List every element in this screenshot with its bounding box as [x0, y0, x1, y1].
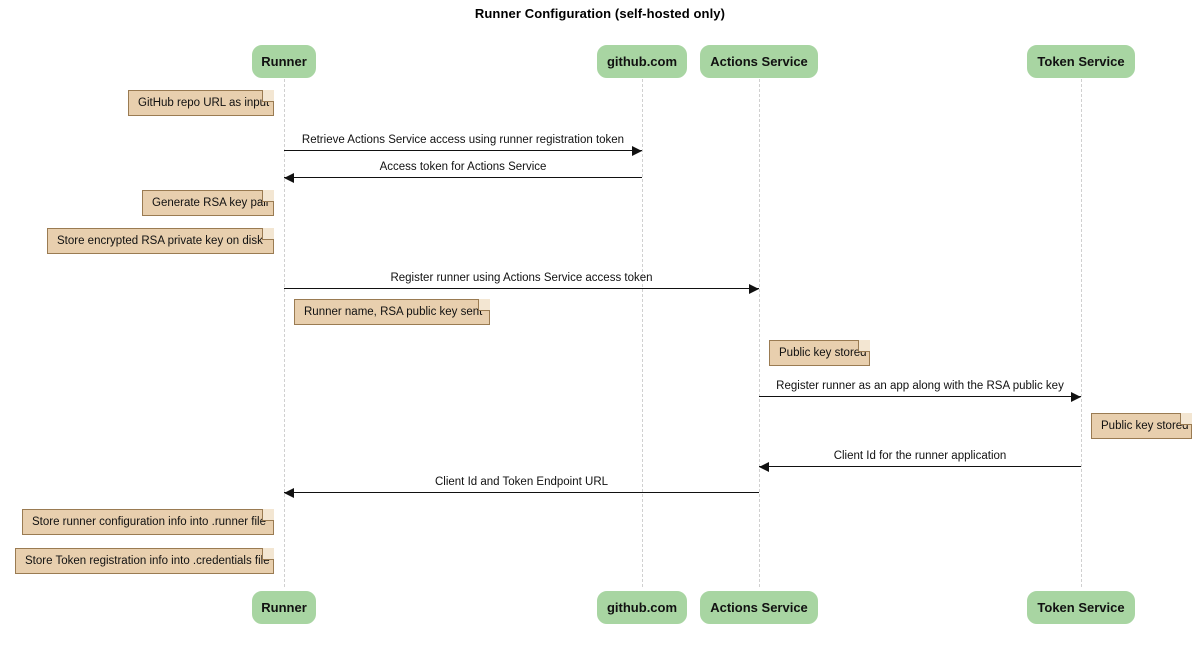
note-fold-corner-icon: [262, 190, 274, 202]
lifeline-github: [642, 79, 643, 587]
note-n3: Store encrypted RSA private key on disk: [47, 228, 274, 254]
note-text: GitHub repo URL as input: [138, 97, 270, 109]
participant-label: github.com: [606, 600, 678, 615]
note-n8: Store Token registration info into .cred…: [15, 548, 274, 574]
note-fold-corner-icon: [1180, 413, 1192, 425]
note-n7: Store runner configuration info into .ru…: [22, 509, 274, 535]
participant-actions-top[interactable]: Actions Service: [700, 45, 818, 78]
note-text: Store runner configuration info into .ru…: [32, 516, 266, 528]
note-fold-corner-icon: [262, 228, 274, 240]
note-n2: Generate RSA key pair: [142, 190, 274, 216]
lifeline-runner: [284, 79, 285, 587]
note-n5: Public key stored: [769, 340, 870, 366]
note-text: Public key stored: [1101, 420, 1189, 432]
lifeline-token: [1081, 79, 1082, 587]
note-fold-corner-icon: [262, 548, 274, 560]
arrowhead-m3: [749, 283, 759, 294]
message-line-m3: [284, 288, 759, 289]
lifeline-actions: [759, 79, 760, 587]
note-n1: GitHub repo URL as input: [128, 90, 274, 116]
diagram-title: Runner Configuration (self-hosted only): [474, 6, 726, 21]
participant-label: Actions Service: [710, 600, 808, 615]
message-line-m1: [284, 150, 642, 151]
arrowhead-m4: [1071, 391, 1081, 402]
participant-actions-bottom[interactable]: Actions Service: [700, 591, 818, 624]
participant-token-top[interactable]: Token Service: [1027, 45, 1135, 78]
note-n4: Runner name, RSA public key sent: [294, 299, 490, 325]
participant-label: Actions Service: [710, 54, 808, 69]
participant-label: Token Service: [1037, 600, 1125, 615]
arrowhead-m1: [632, 145, 642, 156]
note-fold-corner-icon: [478, 299, 490, 311]
message-label-m2: Access token for Actions Service: [379, 161, 547, 173]
message-line-m6: [284, 492, 759, 493]
participant-runner-top[interactable]: Runner: [252, 45, 316, 78]
message-line-m2: [284, 177, 642, 178]
participant-label: Token Service: [1037, 54, 1125, 69]
message-label-m3: Register runner using Actions Service ac…: [390, 272, 653, 284]
message-label-m5: Client Id for the runner application: [833, 450, 1007, 462]
note-text: Generate RSA key pair: [152, 197, 270, 209]
arrowhead-m6: [284, 487, 294, 498]
note-text: Store Token registration info into .cred…: [25, 555, 270, 567]
arrowhead-m5: [759, 461, 769, 472]
note-text: Store encrypted RSA private key on disk: [57, 235, 263, 247]
message-label-m6: Client Id and Token Endpoint URL: [434, 476, 609, 488]
message-line-m4: [759, 396, 1081, 397]
note-text: Public key stored: [779, 347, 867, 359]
participant-github-top[interactable]: github.com: [597, 45, 687, 78]
note-fold-corner-icon: [858, 340, 870, 352]
note-text: Runner name, RSA public key sent: [304, 306, 483, 318]
participant-github-bottom[interactable]: github.com: [597, 591, 687, 624]
note-fold-corner-icon: [262, 90, 274, 102]
message-label-m4: Register runner as an app along with the…: [776, 380, 1064, 392]
participant-token-bottom[interactable]: Token Service: [1027, 591, 1135, 624]
participant-label: github.com: [606, 54, 678, 69]
message-line-m5: [759, 466, 1081, 467]
note-fold-corner-icon: [262, 509, 274, 521]
note-n6: Public key stored: [1091, 413, 1192, 439]
participant-runner-bottom[interactable]: Runner: [252, 591, 316, 624]
participant-label: Runner: [261, 600, 307, 615]
participant-label: Runner: [261, 54, 307, 69]
message-label-m1: Retrieve Actions Service access using ru…: [301, 134, 625, 146]
arrowhead-m2: [284, 172, 294, 183]
